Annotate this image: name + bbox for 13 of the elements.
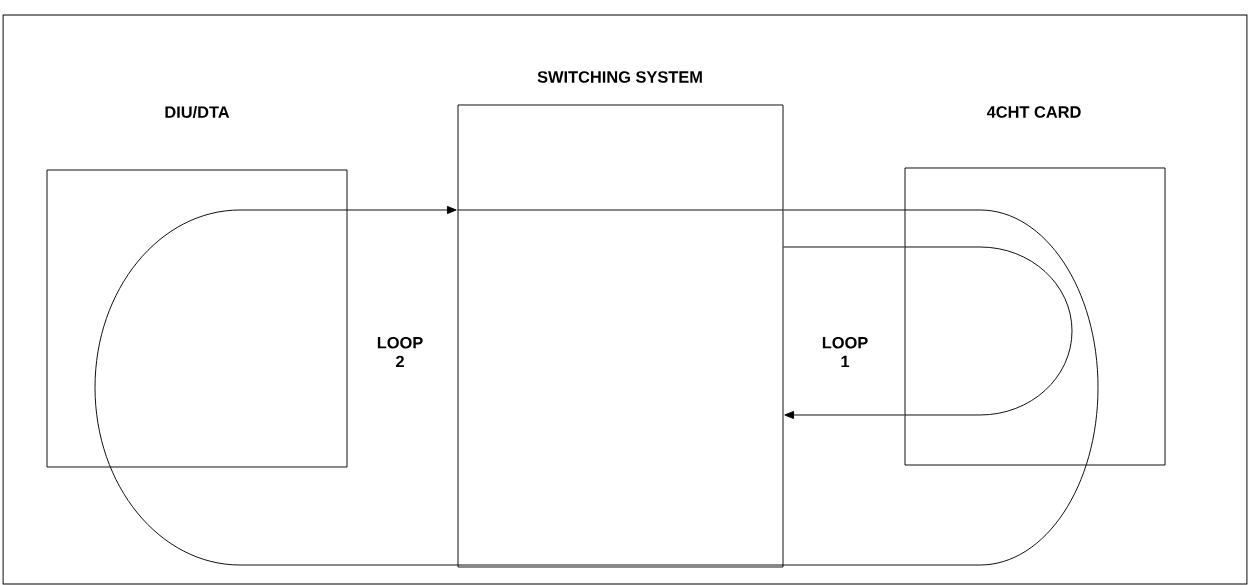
loop-label: LOOP 2 xyxy=(377,336,423,368)
node-label: SWITCHING SYSTEM xyxy=(537,71,702,83)
block-box: 4CHT CARD xyxy=(904,106,1166,466)
connector-line xyxy=(347,206,457,214)
connector-line xyxy=(783,209,905,211)
node-label: DIU/DTA xyxy=(165,105,230,119)
connector-line xyxy=(784,411,905,419)
connector-line xyxy=(94,209,1099,566)
loop-label: LOOP 1 xyxy=(822,336,868,368)
connector-line xyxy=(783,246,905,248)
node-label: 4CHT CARD xyxy=(986,106,1081,118)
block-box: SWITCHING SYSTEM xyxy=(457,71,784,568)
block-box: DIU/DTA xyxy=(46,105,348,468)
